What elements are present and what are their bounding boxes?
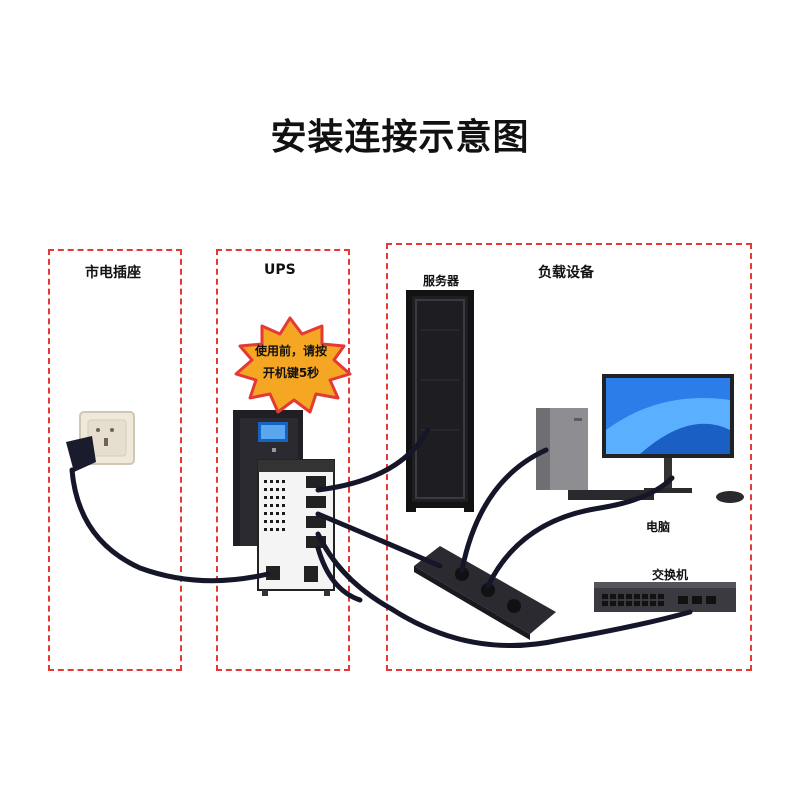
computer-label: 电脑 <box>646 520 671 534</box>
ups-zone <box>216 249 350 671</box>
load-zone-label: 负载设备 <box>538 265 594 281</box>
monitor-icon <box>602 374 734 493</box>
outlet-zone-label: 市电插座 <box>85 265 141 281</box>
ups-zone-label: UPS <box>264 262 296 278</box>
power-strip-icon <box>414 546 556 640</box>
warning-line-1: 使用前，请按 <box>254 344 327 358</box>
server-rack-icon <box>406 290 474 512</box>
page-title: 安装连接示意图 <box>270 117 530 158</box>
plug-icon <box>66 436 96 472</box>
ups-unit-icon <box>233 410 335 596</box>
load-zone <box>386 243 752 671</box>
mouse-icon <box>716 491 744 503</box>
outlet-zone <box>48 249 182 671</box>
warning-line-2: 开机键5秒 <box>262 366 320 380</box>
switch-label: 交换机 <box>652 568 689 582</box>
network-switch-icon <box>594 582 736 612</box>
warning-text: 使用前，请按 开机键5秒 <box>246 340 336 384</box>
keyboard-icon <box>568 490 654 500</box>
cables <box>69 427 693 649</box>
server-label: 服务器 <box>423 274 460 288</box>
warning-burst-icon <box>234 316 352 414</box>
